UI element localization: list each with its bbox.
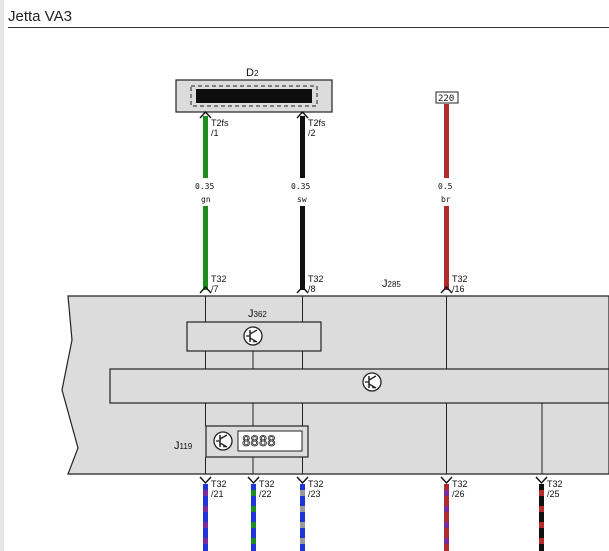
svg-text:/2: /2 (308, 128, 316, 138)
d2-label: D2 (246, 67, 259, 79)
connector-arrow-icon (247, 476, 260, 485)
svg-text:T2fs: T2fs (308, 118, 326, 128)
j119-display-digits: 8888 (242, 434, 276, 450)
svg-text:/16: /16 (452, 284, 465, 294)
svg-text:/1: /1 (211, 128, 219, 138)
wire-pin21[interactable] (203, 484, 208, 551)
svg-text:0.5: 0.5 (438, 182, 453, 191)
svg-text:/21: /21 (211, 489, 224, 499)
svg-text:0.35: 0.35 (195, 182, 214, 191)
wire-pin23[interactable] (300, 484, 305, 551)
svg-text:/8: /8 (308, 284, 316, 294)
component-d2[interactable]: D2 (175, 67, 333, 113)
connector-j285-pin21: T32 /21 (199, 476, 227, 499)
wire-pin22[interactable] (251, 484, 256, 551)
svg-text:/26: /26 (452, 489, 465, 499)
internal-traces (205, 296, 543, 474)
connector-d2-pin2: T2fs /2 (296, 110, 326, 138)
connector-arrow-icon (296, 285, 309, 294)
svg-text:/7: /7 (211, 284, 219, 294)
svg-text:br: br (441, 195, 451, 204)
svg-text:T32: T32 (259, 479, 275, 489)
connector-j285-pin25: T32 /25 (535, 476, 563, 499)
connector-arrow-icon (199, 285, 212, 294)
connector-d2-pin1: T2fs /1 (199, 110, 229, 138)
svg-text:T32: T32 (547, 479, 563, 489)
connector-j285-pin16: T32 /16 (440, 274, 468, 294)
connector-j285-pin22: T32 /22 (247, 476, 275, 499)
connector-arrow-icon (535, 476, 548, 485)
title-underline (8, 27, 609, 28)
transistor-icon (362, 372, 382, 392)
connector-j285-pin23: T32 /23 (296, 476, 324, 499)
component-j362[interactable]: J362 (186, 308, 322, 352)
connector-arrow-icon (440, 476, 453, 485)
svg-text:/23: /23 (308, 489, 321, 499)
transistor-icon (243, 326, 263, 346)
component-j119[interactable]: 8888 J119 (174, 425, 309, 458)
svg-text:T32: T32 (211, 274, 227, 284)
internal-bus-bar[interactable] (109, 368, 609, 404)
svg-text:T32: T32 (452, 274, 468, 284)
j285-label: J285 (382, 278, 401, 290)
connector-j285-pin7: T32 /7 (199, 274, 227, 294)
connector-j285-pin26: T32 /26 (440, 476, 468, 499)
connector-arrow-icon (296, 110, 309, 119)
connector-arrow-icon (199, 110, 212, 119)
transistor-icon (213, 431, 233, 451)
svg-text:gn: gn (201, 195, 211, 204)
svg-text:0.35: 0.35 (291, 182, 310, 191)
svg-text:/22: /22 (259, 489, 272, 499)
wire-pin26[interactable] (444, 484, 449, 551)
svg-text:T32: T32 (211, 479, 227, 489)
connector-j285-pin8: T32 /8 (296, 274, 324, 294)
wire-label-br: 0.5 br (432, 178, 462, 206)
svg-text:sw: sw (297, 195, 307, 204)
j362-label: J362 (248, 308, 267, 320)
svg-text:T32: T32 (308, 479, 324, 489)
connector-arrow-icon (440, 285, 453, 294)
wire-pin25[interactable] (539, 484, 544, 551)
svg-text:T32: T32 (308, 274, 324, 284)
j119-display (237, 430, 303, 452)
j119-label: J119 (174, 440, 193, 452)
reference-box-label: 220 (438, 94, 454, 104)
reference-box-220[interactable]: 220 (435, 91, 459, 104)
wire-label-gn: 0.35 gn (190, 178, 222, 206)
connector-arrow-icon (296, 476, 309, 485)
connector-arrow-icon (199, 476, 212, 485)
left-scroll-edge (0, 0, 4, 551)
svg-text:/25: /25 (547, 489, 560, 499)
svg-text:T2fs: T2fs (211, 118, 229, 128)
page-title: Jetta VA3 (8, 8, 72, 25)
wire-label-sw: 0.35 sw (286, 178, 318, 206)
svg-text:T32: T32 (452, 479, 468, 489)
